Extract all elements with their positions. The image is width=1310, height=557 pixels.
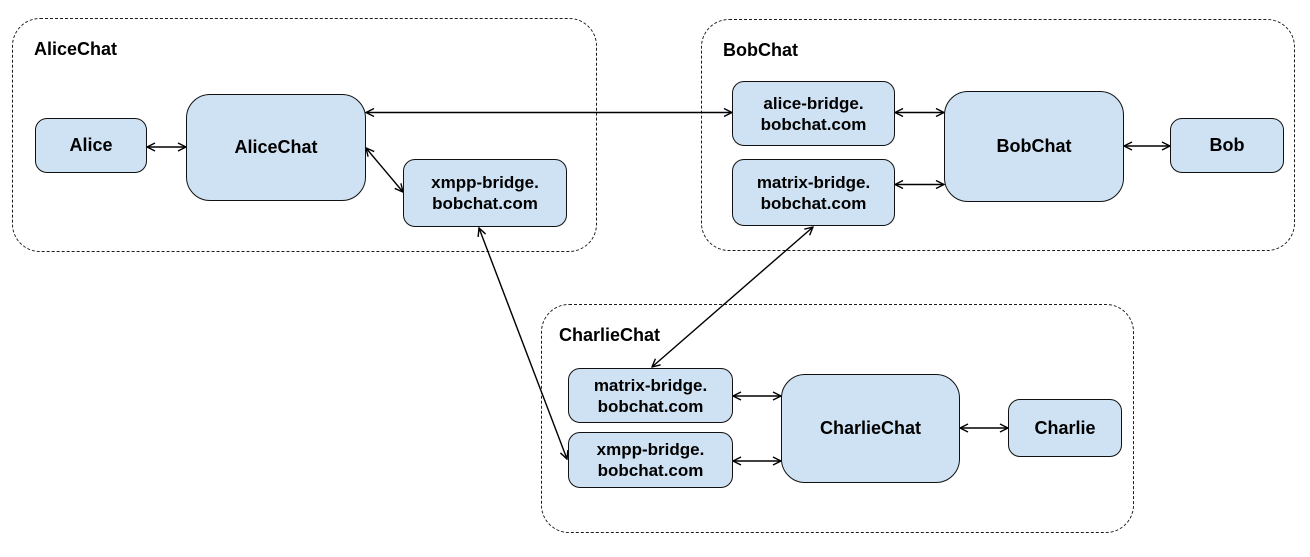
group-alicechat-label: AliceChat [34,39,118,59]
edge-alicechat-xmppbridge [366,148,403,192]
node-matrix-bridge-charlie: matrix-bridge. bobchat.com [568,368,733,423]
group-bobchat-label: BobChat [723,40,798,60]
node-matrix-bridge-bob: matrix-bridge. bobchat.com [732,159,895,226]
edge-xmppbridgealice-xmppbridgecharlie [479,228,567,459]
node-alice: Alice [35,118,147,173]
node-xmpp-bridge-charlie: xmpp-bridge. bobchat.com [568,432,733,488]
node-charlie: Charlie [1008,399,1122,457]
group-charliechat-label: CharlieChat [559,325,661,345]
group-alicechat: AliceChat [12,18,597,252]
group-bobchat: BobChat [701,19,1295,251]
node-bob: Bob [1170,118,1284,173]
edge-matrixbridgebob-matrixbridgecharlie [652,227,813,367]
node-alicechat-server: AliceChat [186,94,366,201]
node-bobchat-server: BobChat [944,91,1124,202]
node-charliechat-server: CharlieChat [781,374,960,483]
node-xmpp-bridge-alice: xmpp-bridge. bobchat.com [403,159,567,227]
node-alice-bridge-bob: alice-bridge. bobchat.com [732,81,895,146]
